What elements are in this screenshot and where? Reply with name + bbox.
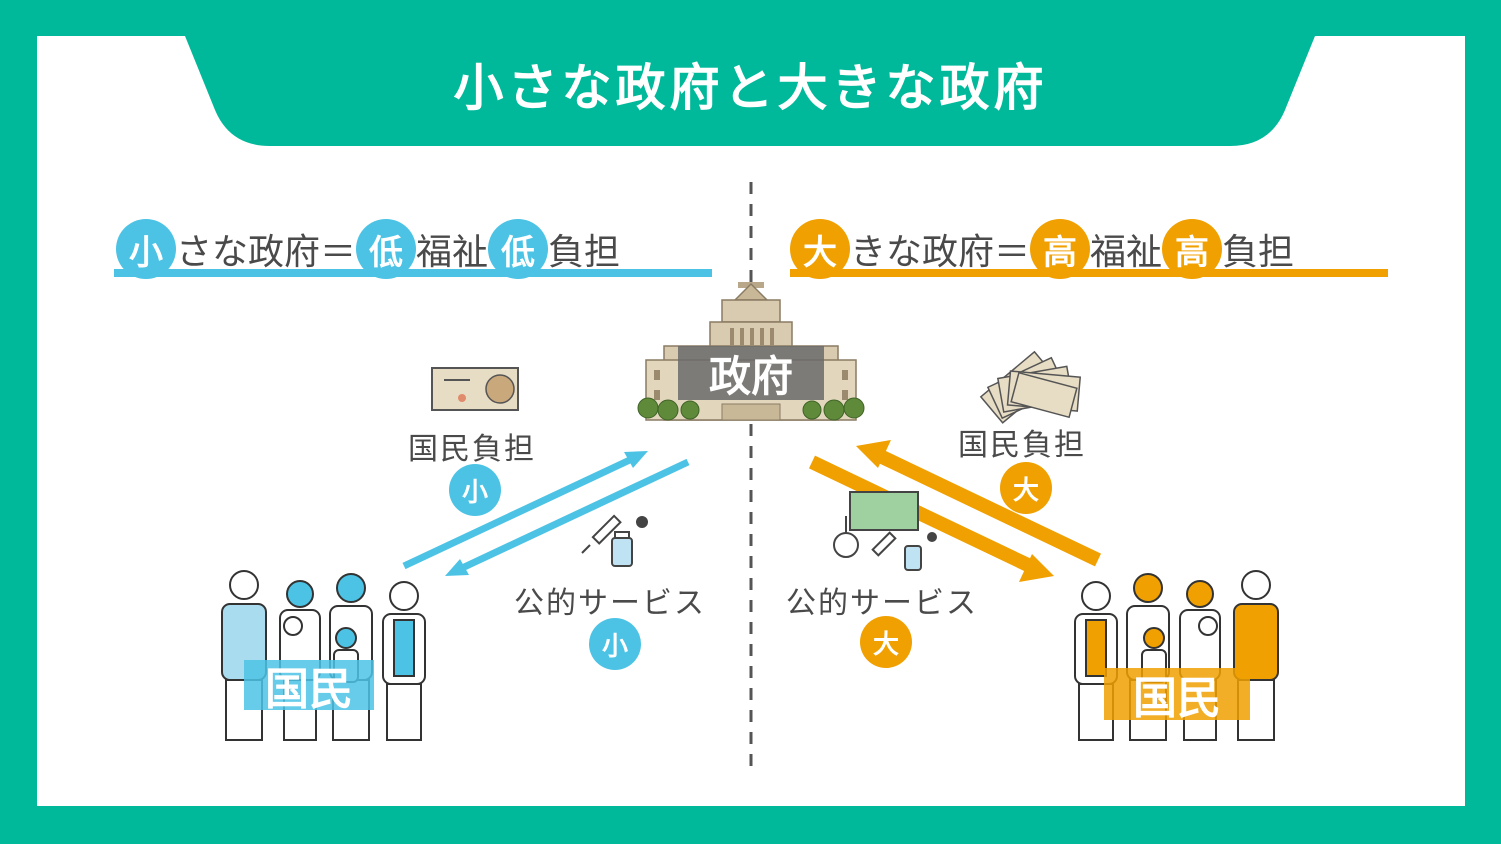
page-title: 小さな政府と大きな政府 [453, 59, 1048, 117]
left-heading-underline [114, 269, 712, 277]
left-heading: 小 さな政府＝ 低 福祉 低 負担 [116, 219, 621, 279]
right-burden-label: 国民負担 [958, 428, 1086, 463]
left-heading-text-3: 負担 [548, 232, 621, 273]
left-service-arrow [458, 458, 690, 573]
right-service-arrow [808, 455, 1034, 573]
services-icon [833, 491, 937, 571]
government-label: 政府 [708, 351, 793, 401]
right-heading-text-3: 負担 [1222, 232, 1295, 273]
banknote-icon [431, 367, 519, 411]
left-burden-badge: 小 [449, 464, 501, 516]
left-arrows [402, 451, 690, 576]
left-heading-text-1: さな政府＝ [176, 232, 357, 273]
left-burden-arrow [402, 454, 636, 570]
right-heading-underline [790, 269, 1388, 277]
right-people-label: 国民 [1133, 673, 1221, 724]
right-heading: 大 きな政府＝ 高 福祉 高 負担 [790, 219, 1295, 279]
right-service-badge: 大 [860, 616, 912, 668]
right-heading-text-2: 福祉 [1090, 232, 1163, 273]
government-label-bg [678, 346, 824, 400]
left-people-label: 国民 [265, 664, 353, 715]
left-service-badge: 小 [589, 618, 641, 670]
left-heading-text-2: 福祉 [416, 232, 489, 273]
left-service-label: 公的サービス [514, 586, 706, 621]
right-heading-text-1: きな政府＝ [850, 232, 1031, 273]
left-burden-label: 国民負担 [408, 432, 536, 467]
left-people-label-bg [244, 660, 374, 710]
title-banner [185, 36, 1315, 146]
right-arrows [808, 440, 1102, 582]
right-burden-badge: 大 [1000, 462, 1052, 514]
right-heading-circle-big: 大 [790, 219, 850, 279]
banknotes-fan-icon [979, 350, 1082, 424]
right-service-label: 公的サービス [786, 586, 978, 621]
right-people-label-bg [1104, 668, 1250, 720]
vaccine-icon [581, 514, 648, 567]
right-burden-arrow [876, 449, 1102, 567]
